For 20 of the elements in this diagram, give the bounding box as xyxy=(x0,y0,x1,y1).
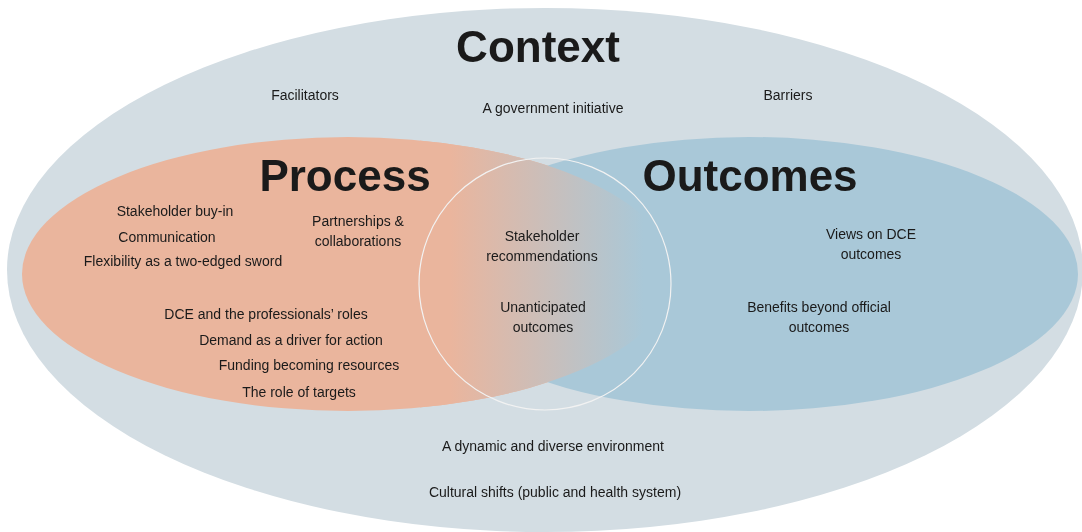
context-item: Facilitators xyxy=(270,85,340,105)
process-item: Communication xyxy=(117,227,217,247)
process-item: Flexibility as a two-edged sword xyxy=(82,251,284,271)
context-item: A dynamic and diverse environment xyxy=(441,436,665,456)
context-item: A government initiative xyxy=(481,98,625,118)
context-item: Barriers xyxy=(762,85,814,105)
process-item: Stakeholder buy-in xyxy=(115,201,235,221)
process-item: Partnerships & collaborations xyxy=(311,211,405,251)
overlap-item: Stakeholder recommendations xyxy=(485,226,599,266)
section-heading: Process xyxy=(259,154,431,198)
overlap-item: Unanticipated outcomes xyxy=(499,297,587,337)
context-item: Cultural shifts (public and health system) xyxy=(427,482,683,502)
process-item: Funding becoming resources xyxy=(217,355,401,375)
section-heading: Context xyxy=(456,25,620,69)
outcome-item: Views on DCE outcomes xyxy=(825,224,917,264)
section-heading: Outcomes xyxy=(642,154,858,198)
process-item: DCE and the professionals’ roles xyxy=(163,304,369,324)
outcome-item: Benefits beyond official outcomes xyxy=(746,297,892,337)
process-item: The role of targets xyxy=(241,382,357,402)
process-item: Demand as a driver for action xyxy=(198,330,384,350)
